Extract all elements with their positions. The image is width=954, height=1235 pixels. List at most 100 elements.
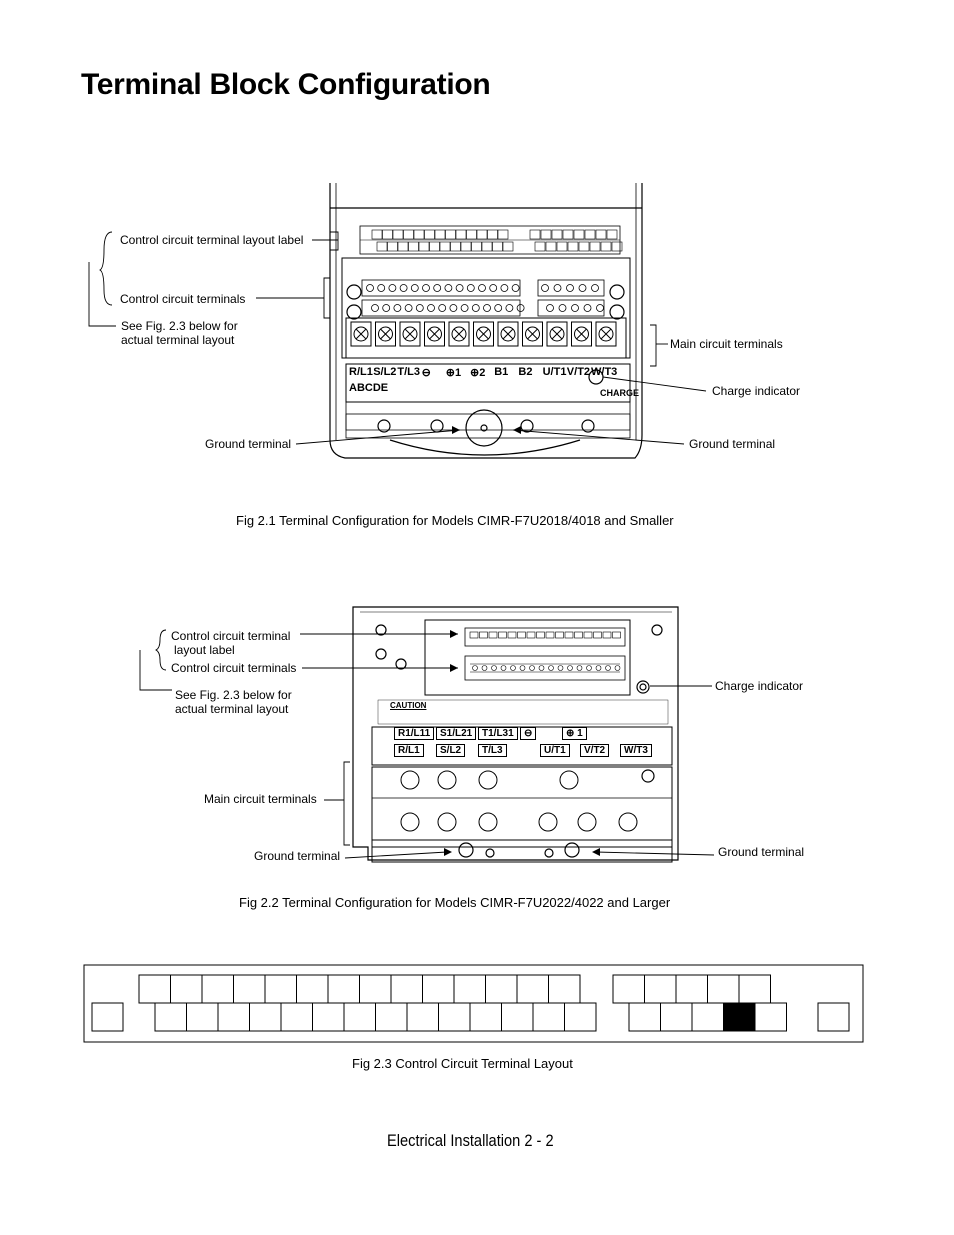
control-terminal-screw [500, 284, 509, 292]
page-footer: Electrical Installation 2 - 2 [387, 1131, 554, 1150]
fig2-terminal-label: U/T1 [540, 744, 570, 757]
control-terminal-screw [614, 665, 621, 671]
control-terminal-screw [404, 304, 413, 312]
label-cell [403, 229, 414, 240]
terminal-cell [691, 1002, 724, 1032]
control-terminal-screw [557, 665, 564, 671]
terminal-cell [516, 974, 549, 1004]
control-terminal-screw [472, 665, 478, 671]
main-terminal-block [522, 321, 543, 347]
terminal-cell [186, 1002, 219, 1032]
control-terminal-screw [596, 304, 604, 312]
label-cell [529, 229, 541, 240]
fig1-ctrl-layout-label: Control circuit terminal layout label [120, 233, 304, 247]
terminal-cell [501, 1002, 534, 1032]
main-terminal-block [375, 321, 396, 347]
terminal-cell [738, 974, 771, 1004]
main-terminal-screw [574, 326, 589, 342]
fig2-terminal-label: ⊕ 1 [562, 727, 587, 740]
label-cell [439, 241, 451, 252]
terminal-cell [359, 974, 392, 1004]
label-cell [455, 229, 467, 240]
fig1-terminal-label: S/L2 [373, 366, 397, 378]
fig2-terminal-label: R/L1 [394, 744, 424, 757]
fig2-main-terminals-label: Main circuit terminals [204, 792, 317, 806]
control-terminal-screw [541, 284, 549, 292]
fig2-terminal-label: ⊖ [520, 727, 537, 740]
fig2-terminal-label: S1/L21 [436, 727, 477, 740]
fig2-ctrl-layout-label-1: Control circuit terminal [171, 629, 291, 643]
main-terminal-block [571, 321, 592, 347]
control-terminal-screw [366, 284, 374, 292]
label-cell [545, 241, 557, 252]
terminal-cell [91, 1002, 124, 1032]
fig1-terminal-label: ⊖ [421, 367, 431, 379]
fig1-see-fig-line1: See Fig. 2.3 below for [121, 319, 238, 333]
terminal-cell [217, 1002, 250, 1032]
terminal-cell [817, 1002, 850, 1032]
main-terminal-screw [525, 326, 540, 342]
page-title: Terminal Block Configuration [81, 68, 491, 101]
label-cell [387, 241, 398, 252]
main-terminal-screw [437, 812, 457, 832]
terminal-cell [628, 1002, 661, 1032]
main-terminal-screw [400, 770, 420, 790]
label-cell [418, 241, 430, 252]
control-terminal-screw [586, 665, 592, 671]
main-terminal-screw [478, 812, 498, 832]
control-terminal-screw [483, 304, 491, 312]
fig2-terminal-label: S/L2 [436, 744, 466, 757]
terminal-cell [343, 1002, 376, 1032]
fig1-terminal-label: W/T3 [591, 366, 618, 378]
terminal-cell [312, 1002, 345, 1032]
main-terminal-block [546, 321, 568, 347]
label-cell [555, 631, 564, 639]
screw-slot [600, 328, 612, 340]
fig2-terminal-label: V/T2 [580, 744, 610, 757]
main-terminal-screw [618, 812, 638, 832]
control-terminal-screw [471, 304, 480, 312]
label-cell [392, 229, 404, 240]
fig2-charge-indicator-label: Charge indicator [715, 679, 804, 693]
label-cell [551, 229, 563, 240]
label-cell [376, 241, 388, 252]
fig2-terminal-label: T1/L31 [478, 727, 518, 740]
fig2-ground-left-label: Ground terminal [254, 849, 341, 863]
label-cell [424, 229, 435, 240]
main-terminal-screw [549, 326, 565, 342]
main-terminal-screw [451, 326, 467, 342]
fig1-ground-left-label: Ground terminal [205, 437, 292, 451]
control-terminal-screw [567, 665, 573, 671]
label-cell [479, 631, 488, 639]
label-cell [584, 229, 596, 240]
control-terminal-screw [566, 284, 574, 292]
fig1-terminal-label: V/T2 [566, 366, 591, 378]
main-terminal-screw [598, 326, 614, 342]
terminal-cell [754, 1002, 787, 1032]
label-cell [578, 241, 590, 252]
label-cell [602, 631, 612, 639]
label-cell [371, 229, 383, 240]
terminal-cell [548, 974, 581, 1004]
fig2-caution-text: CAUTION [390, 701, 427, 710]
terminal-cell [422, 974, 455, 1004]
terminal-cell [406, 1002, 439, 1032]
control-terminal-screw [444, 284, 453, 292]
main-terminal-block [448, 321, 470, 347]
control-terminal-screw [481, 665, 488, 671]
label-cell [471, 241, 482, 252]
label-cell [502, 241, 514, 252]
control-terminal-screw [576, 665, 583, 671]
control-terminal-screw [433, 284, 442, 292]
main-terminal-screw [500, 326, 516, 342]
terminal-cell [469, 1002, 502, 1032]
fig1-ctrl-terminals-label: Control circuit terminals [120, 292, 246, 306]
label-cell [564, 631, 574, 639]
fig2-see-fig-line1: See Fig. 2.3 below for [175, 688, 292, 702]
label-cell [606, 229, 618, 240]
label-cell [469, 631, 479, 639]
terminal-cell [438, 1002, 471, 1032]
control-terminal-screw [460, 304, 469, 312]
